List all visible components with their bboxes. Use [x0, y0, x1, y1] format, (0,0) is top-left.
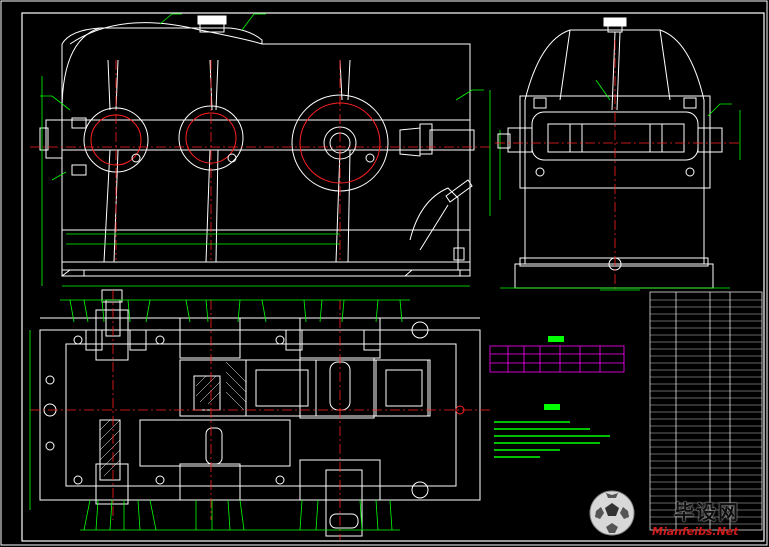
- watermark-cn-text: 毕设网: [674, 500, 740, 524]
- front-view: [39, 15, 475, 277]
- front-center-lines: [30, 60, 490, 260]
- plan-leaders-bottom: [29, 330, 400, 531]
- watermark-en-text: Mianfeibs.Net: [652, 525, 739, 538]
- front-dimensions: [40, 13, 501, 287]
- technical-notes: [494, 404, 610, 458]
- spec-table: [489, 336, 625, 373]
- sheet-inner-border: [21, 12, 765, 542]
- parts-list-rows: [650, 299, 762, 525]
- plan-view: [39, 289, 481, 537]
- plan-leaders-top: [60, 299, 410, 323]
- side-view: [497, 17, 723, 289]
- parts-list: [649, 291, 763, 531]
- plan-hatching: [99, 361, 247, 477]
- plan-center-lines: [30, 290, 490, 540]
- soccer-ball-icon: [589, 490, 635, 536]
- watermark-logo: 毕设网 Mianfeibs.Net: [589, 490, 765, 543]
- side-dimensions: [500, 79, 741, 291]
- side-center-lines: [495, 40, 740, 290]
